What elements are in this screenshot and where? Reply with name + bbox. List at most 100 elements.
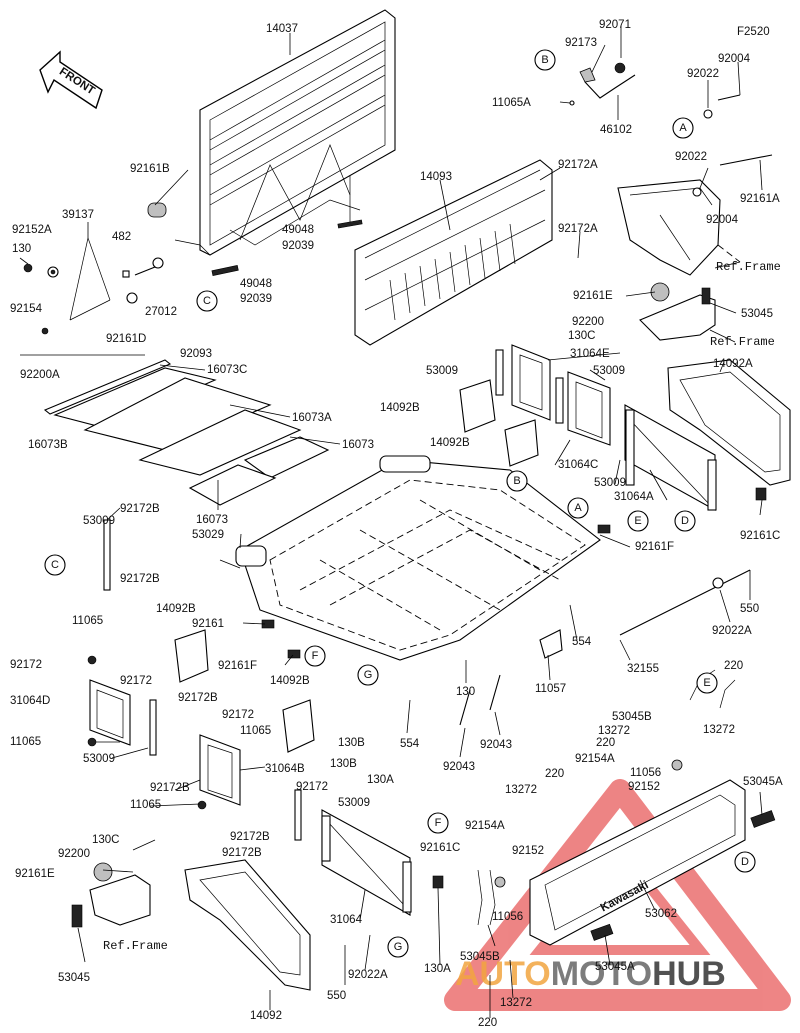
part-label: 16073: [342, 439, 374, 451]
latch-53045-upper: [639, 282, 716, 341]
part-label: 92172B: [150, 782, 190, 794]
part-label: 92161: [192, 618, 224, 630]
part-label: 92200A: [20, 369, 60, 381]
part-label: 92161F: [218, 660, 257, 672]
ref-frame-label: Ref.Frame: [103, 939, 168, 953]
part-label: 130A: [424, 963, 451, 975]
part-label: 220: [478, 1017, 497, 1029]
callout-F: F: [427, 812, 449, 834]
part-label: 92161F: [635, 541, 674, 553]
callout-C: C: [196, 290, 218, 312]
part-label: 46102: [600, 124, 632, 136]
part-label: 92172A: [558, 159, 598, 171]
ref-frame-label: Ref.Frame: [710, 335, 775, 349]
svg-text:E: E: [703, 677, 710, 689]
ref-frame-label: Ref.Frame: [716, 260, 781, 274]
part-label: 92152: [628, 781, 660, 793]
part-labels: 14037 92161B 39137 92152A 130 482 27012 …: [10, 19, 783, 1029]
part-label: 31064: [330, 914, 363, 926]
part-label: 53045A: [743, 776, 783, 788]
part-label: 11056: [630, 767, 661, 779]
callout-B: B: [506, 470, 528, 492]
part-label: 11065: [130, 799, 161, 811]
callout-E: E: [696, 672, 718, 694]
leader-lines: [19, 26, 763, 1018]
part-label: 92039: [282, 240, 314, 252]
part-label: 92161C: [420, 842, 460, 854]
part-label: 92161D: [106, 333, 146, 345]
part-label: 130A: [367, 774, 394, 786]
part-label: 220: [596, 737, 615, 749]
part-label: 53029: [192, 529, 224, 541]
part-label: 53009: [426, 365, 458, 377]
part-label: 31064B: [265, 763, 305, 775]
callout-F: F: [304, 645, 326, 667]
part-label: 92173: [565, 37, 597, 49]
callout-A: A: [567, 497, 589, 519]
part-label: 32155: [627, 663, 659, 675]
part-label: 130B: [330, 758, 357, 770]
frame-bracket-right: [617, 94, 773, 276]
part-label: 53009: [83, 515, 115, 527]
bracket-31064B: [197, 734, 302, 841]
lock-rod-46102: [569, 62, 636, 106]
part-label: 39137: [62, 209, 94, 221]
part-label: 92172A: [558, 223, 598, 235]
cargo-bed-floor: [235, 455, 611, 661]
part-label: 92152A: [12, 224, 52, 236]
part-label: 92172B: [230, 831, 270, 843]
part-label: 16073B: [28, 439, 68, 451]
tailgate-53062: Kawasaki: [529, 779, 776, 946]
part-label: 92004: [718, 53, 751, 65]
svg-text:E: E: [634, 515, 641, 527]
bracket-31064: [321, 809, 444, 916]
part-label: 11065A: [492, 97, 531, 109]
part-label: 130: [12, 243, 31, 255]
part-label: 92172: [222, 709, 254, 721]
watermark-moto: MOTO: [551, 955, 652, 993]
part-label: 53045B: [612, 711, 652, 723]
part-label: 130C: [92, 834, 120, 846]
part-label: 49048: [240, 278, 272, 290]
part-label: 13272: [505, 784, 537, 796]
part-label: 130C: [568, 330, 596, 342]
part-label: 554: [572, 636, 592, 648]
callout-B: B: [534, 49, 556, 71]
part-label: 27012: [145, 306, 177, 318]
part-label: 92172B: [178, 692, 218, 704]
part-label: 92071: [599, 19, 631, 31]
part-label: 53045A: [595, 961, 635, 973]
latch-53045-lower: [71, 862, 151, 928]
part-label: 92154: [10, 303, 43, 315]
part-label: 13272: [703, 724, 735, 736]
bracket-31064D: [87, 519, 157, 756]
part-label: 31064D: [10, 695, 50, 707]
svg-text:D: D: [681, 515, 689, 527]
part-label: 92004: [706, 214, 739, 226]
part-label: 11057: [535, 683, 566, 695]
part-label: 92043: [443, 761, 475, 773]
callout-C: C: [44, 554, 66, 576]
part-label: 16073A: [292, 412, 332, 424]
svg-text:A: A: [679, 122, 687, 134]
callout-D: D: [734, 851, 756, 873]
svg-text:D: D: [741, 856, 749, 868]
svg-text:B: B: [513, 475, 520, 487]
part-label: 550: [740, 603, 759, 615]
part-label: 53009: [83, 753, 115, 765]
part-label: 11056: [492, 911, 523, 923]
part-label: 53045B: [460, 951, 500, 963]
svg-text:G: G: [394, 941, 403, 953]
svg-text:F: F: [435, 817, 442, 829]
bracket-31064A: [624, 404, 717, 511]
floor-mats: [43, 359, 330, 506]
part-label: 53009: [593, 365, 625, 377]
part-label: 130: [456, 686, 475, 698]
part-label: 16073: [196, 514, 228, 526]
callout-G: G: [357, 664, 379, 686]
latch-14092B-left: [174, 629, 315, 753]
svg-text:A: A: [574, 502, 582, 514]
diagram-code: F2520: [737, 26, 770, 38]
part-label: 220: [724, 660, 743, 672]
